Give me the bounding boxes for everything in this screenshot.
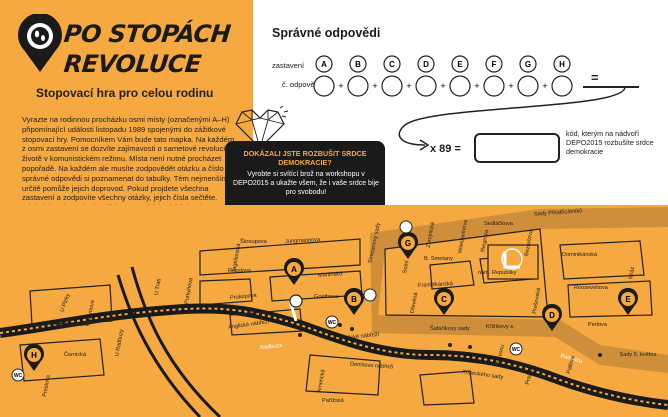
magnifier-pin-icon (18, 14, 62, 72)
map-marker-e[interactable]: E (618, 287, 639, 315)
info-icon (363, 288, 377, 302)
map-marker-g[interactable]: G (398, 231, 419, 259)
street-resslova: Resslova (228, 268, 252, 274)
map-marker-d[interactable]: D (542, 303, 562, 331)
svg-text:A: A (321, 60, 327, 69)
svg-text:D: D (549, 311, 555, 320)
equals-sign: = (591, 70, 599, 85)
wc-badge: WC (509, 342, 523, 356)
answers-title: Správné odpovědi (272, 26, 381, 40)
code-input-box[interactable] (474, 133, 560, 163)
plus-sign: + (406, 81, 411, 91)
stop-marker-g: G (519, 55, 537, 73)
svg-text:H: H (31, 351, 37, 360)
street-sady-5-kvetna: Sady 5. května (619, 352, 657, 358)
street-safarikovy: Šafaříkovy sady (430, 326, 470, 332)
street-b-smetany: B. Smetany (424, 256, 453, 262)
svg-text:F: F (492, 60, 497, 69)
multiply-label: x 89 = (430, 143, 461, 155)
workshop-callout (225, 141, 385, 215)
street-dominikanska: Dominikánská (562, 252, 598, 258)
street-rooseveltova: Rooseveltova (574, 285, 608, 291)
svg-text:G: G (525, 60, 531, 69)
svg-text:G: G (405, 239, 411, 248)
plus-sign: + (440, 81, 445, 91)
plus-sign: + (372, 81, 377, 91)
svg-text:WC: WC (512, 347, 521, 353)
street-krizikovy: Křižíkovy s. (486, 324, 515, 330)
svg-text:H: H (559, 60, 565, 69)
map-marker-c[interactable]: C (434, 287, 454, 315)
answer-field-g[interactable] (517, 75, 539, 97)
wc-badge: WC (325, 315, 339, 329)
answers-row-label: č. odpovědi (282, 80, 321, 89)
answer-field-b[interactable] (347, 75, 369, 97)
svg-text:B: B (351, 295, 357, 304)
street-cernicka: Černická (64, 352, 87, 358)
svg-text:E: E (457, 60, 463, 69)
street-skroupova: Škroupova (240, 239, 267, 245)
answer-field-a[interactable] (313, 75, 335, 97)
answer-field-h[interactable] (551, 75, 573, 97)
code-description: kód, kterým na nádvoří DEPO2015 rozbušít… (566, 129, 654, 156)
plus-sign: + (474, 81, 479, 91)
curved-arrow-icon (398, 86, 626, 151)
stop-marker-b: B (349, 55, 367, 73)
map-marker-a[interactable]: A (284, 257, 305, 285)
street-perlova: Perlova (588, 322, 607, 328)
plus-sign: + (508, 81, 513, 91)
stop-marker-f: F (485, 55, 503, 73)
answer-field-d[interactable] (415, 75, 437, 97)
wc-badge: WC (11, 368, 25, 382)
sum-result-line[interactable] (583, 86, 639, 88)
stop-marker-c: C (383, 55, 401, 73)
info-icon (399, 220, 413, 234)
svg-text:C: C (441, 295, 447, 304)
svg-text:D: D (423, 60, 429, 69)
stop-marker-e: E (451, 55, 469, 73)
svg-text:A: A (291, 265, 297, 274)
plus-sign: + (338, 81, 343, 91)
stop-marker-d: D (417, 55, 435, 73)
svg-text:B: B (355, 60, 361, 69)
stop-marker-h: H (553, 55, 571, 73)
page-title-line2: REVOLUCE (62, 50, 203, 78)
answer-field-c[interactable] (381, 75, 403, 97)
stop-marker-a: A (315, 55, 333, 73)
map-marker-b[interactable]: B (344, 287, 365, 315)
callout-text: Vyrobte si svítící brož na workshopu v D… (233, 171, 379, 196)
street-doudlevecka: Doudlevecká (56, 322, 89, 328)
callout-title: DOKÁZALI JSTE ROZBUŠIT SRDCE DEMOKRACIE? (243, 149, 367, 167)
street-goethova: Goethova (314, 294, 339, 300)
answer-field-f[interactable] (483, 75, 505, 97)
answer-field-e[interactable] (449, 75, 471, 97)
plus-sign: + (542, 81, 547, 91)
map-marker-h[interactable]: H (24, 343, 44, 371)
answers-grid: A B C D E F G H + + + + + + + (313, 55, 573, 97)
street-parizska: Pařížská (322, 398, 344, 404)
page-subtitle: Stopovací hra pro celou rodinu (36, 86, 214, 100)
svg-text:WC: WC (328, 320, 337, 326)
street-sedlackova: Sedláčkova (484, 221, 513, 227)
svg-text:C: C (389, 60, 395, 69)
svg-text:E: E (625, 295, 631, 304)
stops-row-label: zastavení (272, 61, 305, 70)
page-title-line1: PO STOPÁCH (62, 20, 232, 48)
street-nam-republiky: nám. Republiky (478, 270, 517, 276)
svg-text:WC: WC (14, 373, 23, 379)
